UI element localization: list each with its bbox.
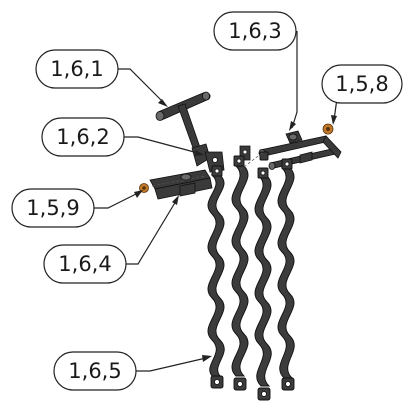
twisted-strips-part	[207, 151, 295, 401]
frame-bracket-part	[258, 130, 342, 170]
callout-1-6-3: 1,6,3	[213, 11, 298, 131]
nut-left-part	[139, 183, 149, 193]
twisted-strip-4	[277, 158, 295, 391]
lower-bracket-part	[149, 169, 213, 200]
callout-label-1-6-2: 1,6,2	[56, 125, 109, 149]
callout-1-5-9: 1,5,9	[11, 188, 143, 228]
callout-label-1-5-9: 1,5,9	[26, 196, 79, 220]
callout-label-1-6-4: 1,6,4	[58, 252, 111, 276]
callout-1-6-5: 1,6,5	[53, 351, 212, 391]
callout-label-1-6-5: 1,6,5	[68, 359, 121, 383]
twisted-strip-3	[254, 167, 272, 401]
twisted-strip-1	[207, 165, 225, 389]
nut-right-part	[322, 123, 334, 135]
callout-1-6-2: 1,6,2	[41, 117, 204, 157]
callout-label-1-6-1: 1,6,1	[50, 57, 103, 81]
callout-1-6-1: 1,6,1	[35, 49, 168, 107]
assembly-axes	[151, 152, 263, 187]
callout-label-1-5-8: 1,5,8	[335, 72, 388, 96]
twisted-strip-2	[231, 155, 249, 391]
callout-1-6-4: 1,6,4	[43, 195, 179, 284]
callout-label-1-6-3: 1,6,3	[228, 19, 281, 43]
callout-1-5-8: 1,5,8	[321, 64, 403, 125]
